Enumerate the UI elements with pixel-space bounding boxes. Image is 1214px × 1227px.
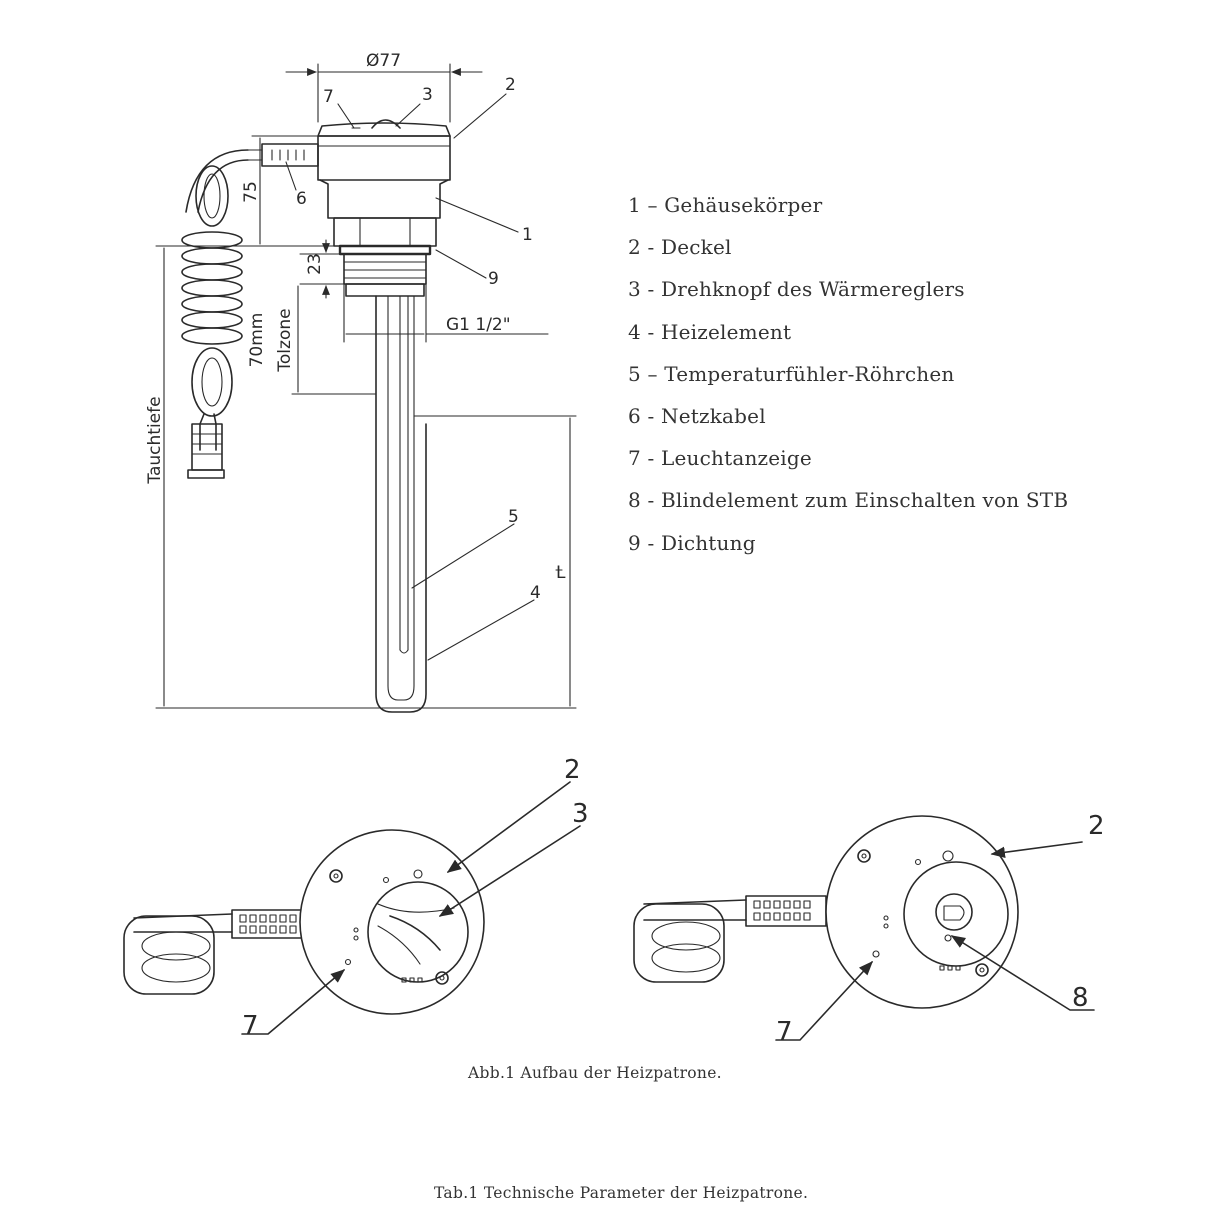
table-caption: Tab.1 Technische Parameter der Heizpatro… — [434, 1184, 809, 1202]
dim-height-75: 75 — [241, 181, 261, 203]
cable-plug — [191, 423, 223, 471]
dim-length: L — [556, 563, 566, 583]
leader-4 — [427, 599, 535, 661]
cable-coil — [181, 231, 243, 345]
side-callout-3: 3 — [422, 85, 433, 105]
leader-1 — [435, 197, 519, 233]
cable-gland — [261, 143, 319, 167]
side-callout-5: 5 — [508, 507, 519, 527]
dim-diameter: Ø77 — [366, 51, 401, 71]
leader-2 — [453, 93, 507, 139]
indicator-right — [872, 950, 880, 958]
lid-circle-right — [825, 815, 1019, 1009]
dim-immersion-depth: Tauchtiefe — [145, 396, 165, 484]
legend-item-2: 2 - Deckel — [628, 235, 732, 260]
legend-item-4: 4 - Heizelement — [628, 319, 792, 344]
housing-body — [319, 179, 449, 219]
power-cable — [185, 149, 249, 213]
right-callout-7: 7 — [776, 1017, 793, 1047]
lid-cap — [317, 122, 451, 137]
legend-item-8: 8 - Blindelement zum Einschalten von STB — [628, 488, 1069, 513]
legend-item-6: 6 - Netzkabel — [628, 404, 766, 429]
side-callout-6: 6 — [296, 189, 307, 209]
knob-top — [371, 119, 401, 129]
legend-item-5: 5 – Temperaturfühler-Röhrchen — [628, 361, 955, 386]
right-callout-2: 2 — [1088, 811, 1105, 841]
side-callout-1: 1 — [522, 225, 533, 245]
leader-6 — [285, 161, 297, 191]
indicator-left — [344, 958, 352, 966]
lid-circle-left — [299, 829, 485, 1015]
heater-element — [375, 295, 427, 713]
thread-body — [343, 253, 427, 285]
housing-upper — [317, 135, 451, 181]
legend-item-1: 1 – Gehäusekörper — [628, 193, 823, 217]
left-callout-2: 2 — [564, 755, 581, 785]
top-view-with-knob: 2 3 7 — [123, 755, 589, 1041]
dim-thread: G1 1/2" — [446, 315, 511, 335]
side-view: Ø77 75 23 G1 1/2" 70mm Tolzone Tauchtief… — [145, 51, 577, 713]
legend-item-3: 3 - Drehknopf des Wärmereglers — [628, 277, 965, 302]
coil-right — [633, 903, 725, 983]
top-view-without-knob: 2 8 7 — [633, 811, 1105, 1047]
side-callout-2: 2 — [505, 75, 516, 95]
legend-item-9: 9 - Dichtung — [628, 530, 756, 555]
blind-element — [935, 893, 973, 931]
side-callout-7: 7 — [323, 87, 334, 107]
legend-item-7: 7 - Leuchtanzeige — [628, 446, 812, 471]
dim-cold-zone-label: Tolzone — [275, 308, 295, 372]
hex-nut — [333, 217, 437, 247]
seal-ring — [338, 244, 432, 256]
dim-cold-zone-value: 70mm — [247, 313, 267, 368]
side-callout-9: 9 — [488, 269, 499, 289]
left-callout-7: 7 — [242, 1011, 259, 1041]
coil-left — [123, 915, 215, 995]
figure-caption: Abb.1 Aufbau der Heizpatrone. — [468, 1064, 722, 1082]
leader-5 — [411, 523, 515, 589]
leader-9 — [435, 249, 487, 279]
parts-legend: 1 – Gehäusekörper 2 - Deckel 3 - Drehkno… — [628, 184, 1068, 564]
leader-7 — [337, 103, 355, 129]
dim-height-23: 23 — [305, 253, 325, 275]
neck — [345, 283, 425, 297]
right-callout-8: 8 — [1072, 983, 1089, 1013]
left-callout-3: 3 — [572, 799, 589, 829]
gland-left — [231, 909, 305, 939]
leader-3 — [395, 103, 421, 127]
side-callout-4: 4 — [530, 583, 541, 603]
